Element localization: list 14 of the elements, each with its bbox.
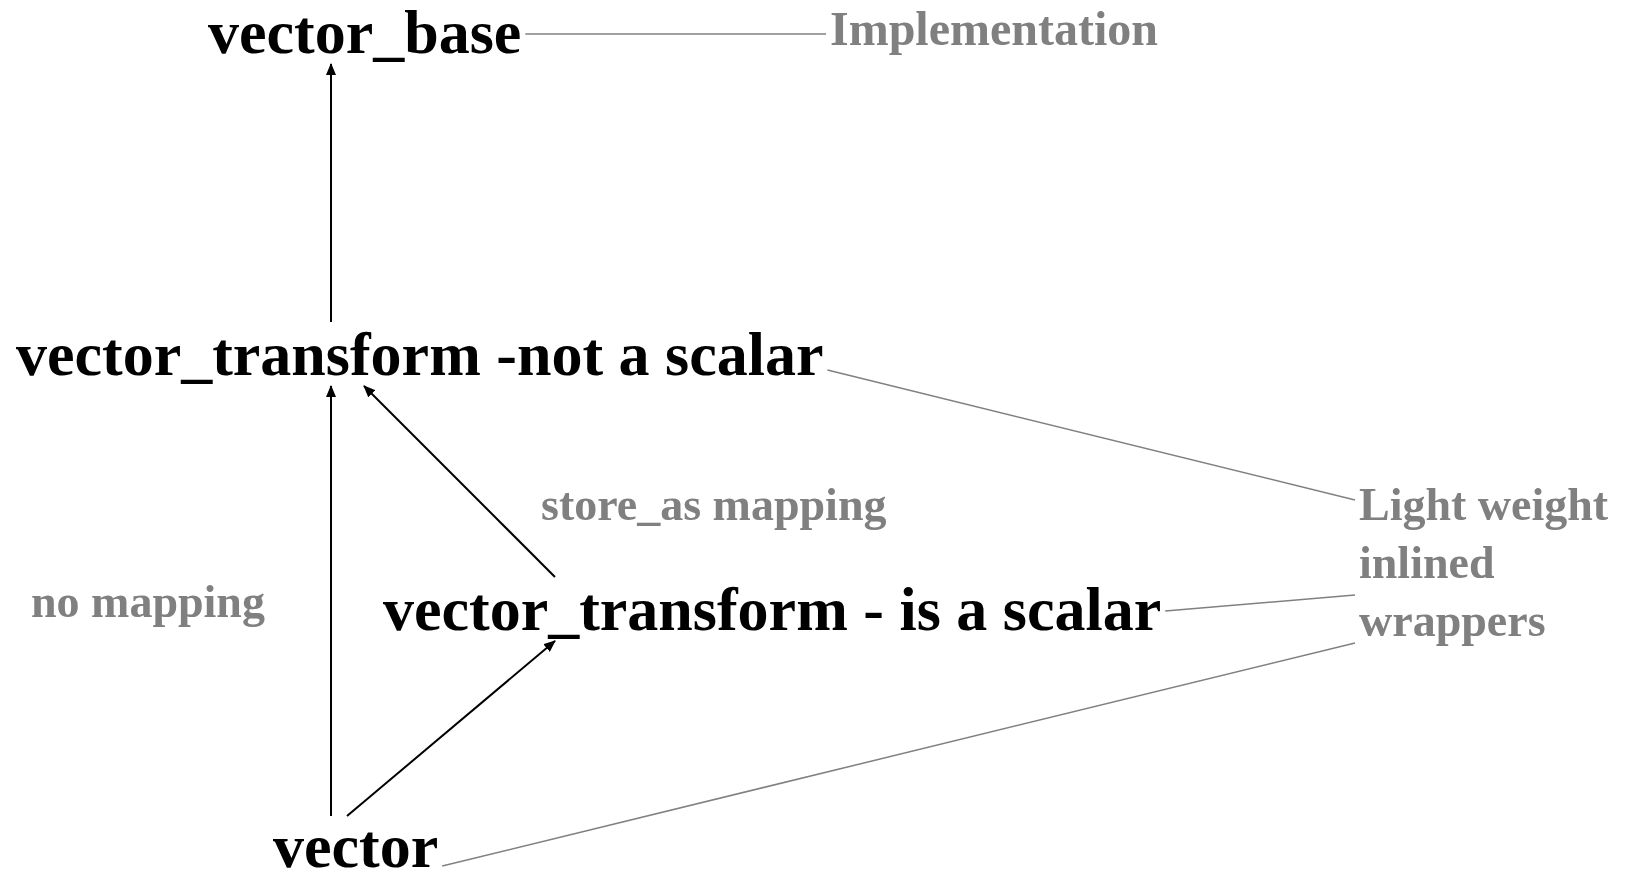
class-name: vector [269,816,443,876]
arrow [326,385,336,817]
connector-line [524,33,827,35]
class-name: vector_transform -not a scalar [12,322,828,386]
connector-line [441,642,1356,867]
arrow [326,63,336,323]
class-name: vector_base [204,0,526,64]
connector-line [826,369,1356,501]
class-name: vector_transform - is a scalar [379,577,1166,641]
note-text: Light weight inlined wrappers [1355,476,1633,650]
arrow [363,385,556,578]
note-text: Implementation [826,4,1162,54]
connector-line [1164,594,1356,612]
arrow [346,640,556,817]
